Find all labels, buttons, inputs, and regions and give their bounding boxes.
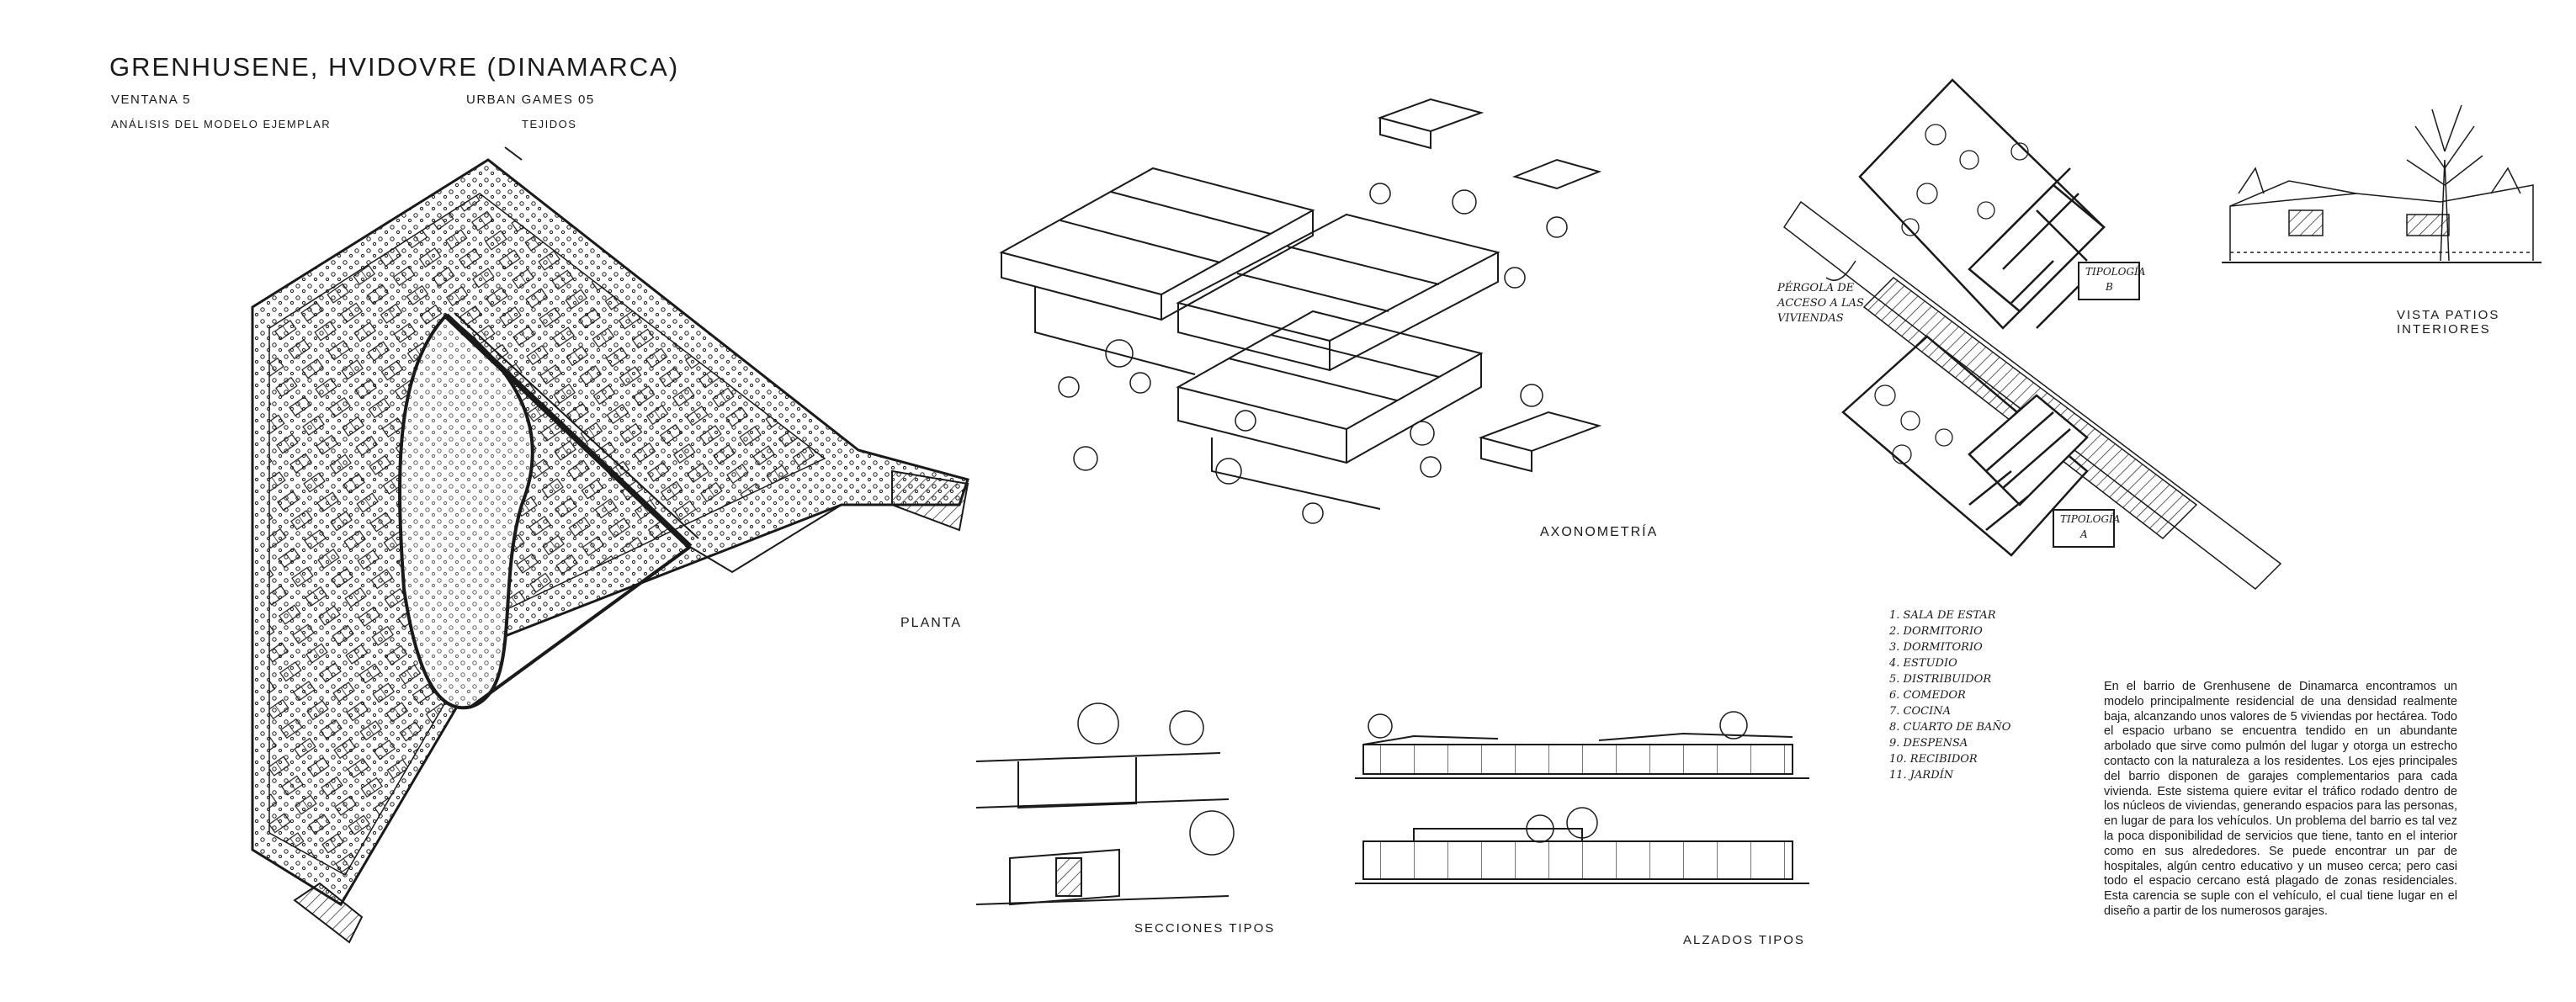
label-secciones: SECCIONES TIPOS	[1134, 921, 1275, 936]
typology-a-label: TIPOLOGÍA	[2060, 513, 2121, 525]
legend-item: 6. COMEDOR	[1889, 689, 1966, 702]
pergola-label-line1: PÉRGOLA DE	[1777, 282, 1855, 294]
label-axonometria: AXONOMETRÍA	[1540, 523, 1658, 539]
window-label: VENTANA 5	[111, 93, 191, 107]
pergola-label-line3: VIVIENDAS	[1777, 312, 1844, 325]
label-planta: PLANTA	[900, 616, 962, 630]
axonometry-drawing	[999, 98, 1602, 510]
typology-a-box	[2053, 509, 2115, 548]
legend-item: 10. RECIBIDOR	[1889, 753, 1978, 766]
pergola-label-line2: ACCESO A LAS	[1777, 297, 1864, 310]
legend-item: 8. CUARTO DE BAÑO	[1889, 721, 2011, 734]
legend-item: 3. DORMITORIO	[1889, 641, 1983, 654]
page-title: GRENHUSENE, HVIDOVRE (DINAMARCA)	[109, 52, 680, 82]
axonometry-trees	[1058, 183, 1568, 524]
project-label: URBAN GAMES 05	[466, 93, 595, 107]
typology-plans	[1782, 78, 2282, 590]
analysis-label: ANÁLISIS DEL MODELO EJEMPLAR	[111, 118, 332, 130]
legend-item: 1. SALA DE ESTAR	[1889, 609, 1996, 622]
typology-trees	[1874, 124, 2029, 464]
legend-item: 7. COCINA	[1889, 705, 1951, 718]
sections-sketch	[975, 702, 1235, 906]
legend-item: 11. JARDÍN	[1889, 769, 1954, 782]
label-vista: VISTA PATIOS INTERIORES	[2397, 308, 2500, 337]
typology-a-letter: A	[2080, 528, 2088, 540]
typology-b-box	[2078, 262, 2140, 300]
section-label: TEJIDOS	[522, 118, 577, 130]
legend-item: 5. DISTRIBUIDOR	[1889, 673, 1992, 686]
elevations-sketch	[1355, 711, 1809, 884]
room-legend: 1. SALA DE ESTAR 2. DORMITORIO 3. DORMIT…	[1889, 607, 2010, 783]
courtyard-view-sketch	[2222, 104, 2541, 263]
site-plan-drawing	[251, 146, 969, 944]
typology-b-letter: B	[2106, 281, 2113, 293]
legend-item: 2. DORMITORIO	[1889, 625, 1983, 638]
label-alzados: ALZADOS TIPOS	[1683, 933, 1805, 947]
legend-item: 4. ESTUDIO	[1889, 657, 1957, 670]
typology-b-label: TIPOLOGÍA	[2085, 266, 2146, 278]
description-paragraph: En el barrio de Grenhusene de Dinamarca …	[2104, 680, 2457, 918]
legend-item: 9. DESPENSA	[1889, 737, 1968, 750]
